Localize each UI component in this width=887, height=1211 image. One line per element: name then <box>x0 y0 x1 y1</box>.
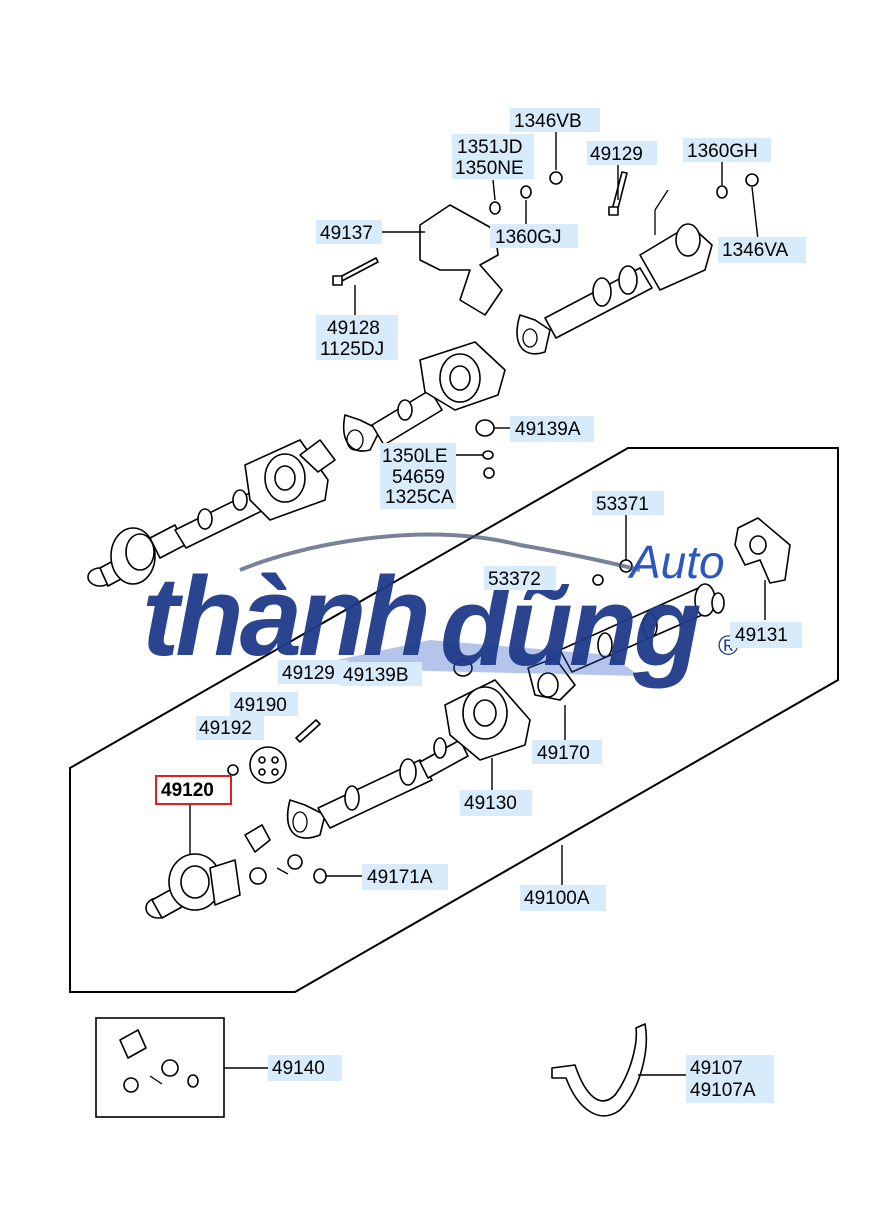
label-49128: 49128 <box>327 318 380 339</box>
kit-cross-joint <box>119 1029 147 1059</box>
bolt-49129-top <box>611 171 628 213</box>
assembly-frame <box>69 447 839 993</box>
strap-49107 <box>551 1023 648 1117</box>
kit-frame <box>95 1017 225 1118</box>
kit-seal <box>149 1075 163 1085</box>
label-53371: 53371 <box>596 494 649 515</box>
label-49107: 49107 <box>690 1058 743 1079</box>
label-49137: 49137 <box>320 223 373 244</box>
label-1346VA: 1346VA <box>722 240 789 261</box>
kit-snap-ring <box>187 1074 199 1088</box>
leader-lines <box>189 130 766 1076</box>
label-1360GJ: 1360GJ <box>495 227 562 248</box>
label-1351JD: 1351JD <box>457 137 523 158</box>
bracket-hole-49131 <box>749 535 767 555</box>
washer-1360GJ <box>520 185 532 199</box>
label-49192: 49192 <box>199 718 252 739</box>
washer-1350LE <box>482 450 494 460</box>
label-49130: 49130 <box>464 793 517 814</box>
part-labels: 1346VB 1351JD 1350NE 49129 1360GH 49137 … <box>155 108 806 1103</box>
label-1125DJ: 1125DJ <box>320 339 384 360</box>
label-53372: 53372 <box>488 569 541 590</box>
nut-1346VB <box>549 171 563 185</box>
bolt-head-49128 <box>332 275 343 286</box>
label-49139A: 49139A <box>515 419 581 440</box>
kit-cap-a <box>161 1059 179 1077</box>
washer-1360GH <box>716 185 728 199</box>
label-1360GH: 1360GH <box>687 141 758 162</box>
rubber-49139A <box>475 419 495 437</box>
watermark-brand-a: thành <box>142 554 427 679</box>
upper-propeller-shaft <box>87 189 713 587</box>
lower-propeller-shaft <box>145 583 725 919</box>
label-49120: 49120 <box>161 780 214 801</box>
label-1346VB: 1346VB <box>514 111 582 132</box>
label-49129-mid: 49129 <box>282 663 335 684</box>
watermark-car-swoosh <box>239 532 641 572</box>
label-49140: 49140 <box>272 1058 325 1079</box>
kit-cap-b <box>123 1077 139 1093</box>
washer-1351JD <box>489 201 501 215</box>
bolt-49128 <box>337 257 379 283</box>
label-49107A: 49107A <box>690 1080 756 1101</box>
label-49131: 49131 <box>735 625 788 646</box>
bolt-head-49129-top <box>608 206 619 216</box>
label-49190: 49190 <box>234 695 287 716</box>
label-49170: 49170 <box>537 743 590 764</box>
washer-53372 <box>592 574 604 586</box>
label-49139B: 49139B <box>343 665 409 686</box>
label-1350NE: 1350NE <box>455 158 524 179</box>
nut-54659 <box>483 467 495 479</box>
nut-1346VA <box>745 173 759 187</box>
label-54659: 54659 <box>392 467 445 488</box>
label-49129-top: 49129 <box>590 144 643 165</box>
label-49100A: 49100A <box>524 888 590 909</box>
label-1325CA: 1325CA <box>385 487 454 508</box>
watermark: thành dũng Auto ® <box>142 532 739 689</box>
label-1350LE: 1350LE <box>382 446 448 467</box>
watermark-suffix: Auto <box>627 536 725 588</box>
mounting-bracket-49137 <box>419 204 503 316</box>
highlight-box-49120 <box>155 775 232 805</box>
label-49171A: 49171A <box>367 867 433 888</box>
